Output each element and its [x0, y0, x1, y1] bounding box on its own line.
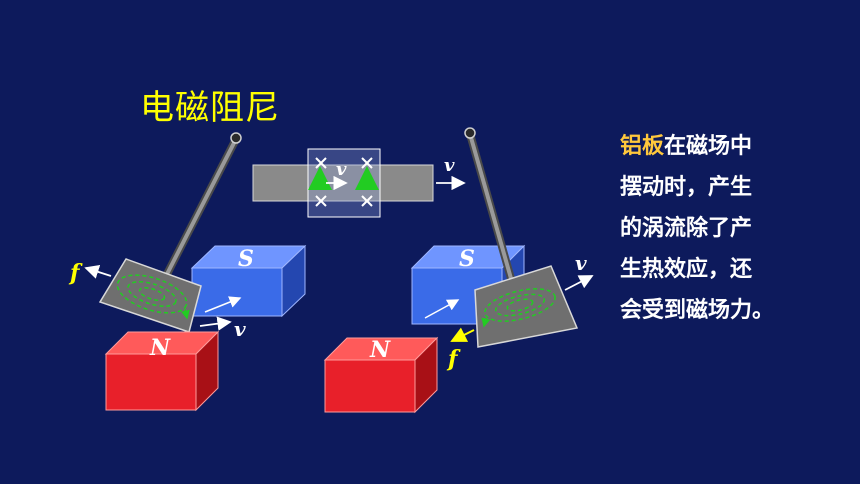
right-force-arrow — [450, 327, 475, 342]
explanation-highlight: 铝板 — [620, 134, 665, 159]
left-force-label: f — [68, 260, 83, 286]
explanation-line-1: 铝板在磁场中 — [620, 134, 753, 159]
left-force-arrow — [84, 264, 112, 279]
left-north-label: N — [149, 335, 171, 361]
right-pendulum: S N v — [323, 127, 594, 414]
center-velocity-label: v — [444, 155, 455, 176]
right-field-arrow — [424, 299, 460, 319]
left-eddy-currents — [116, 274, 188, 314]
right-south-label: S — [459, 246, 475, 272]
right-eddy-currents — [484, 288, 556, 322]
explanation-line-2: 摆动时，产生 — [620, 175, 753, 200]
left-velocity-arrow — [199, 316, 232, 331]
left-south-label: S — [238, 246, 254, 272]
left-pivot — [230, 132, 242, 144]
right-aluminum-plate — [474, 265, 579, 348]
right-velocity-label: v — [575, 251, 587, 275]
left-aluminum-plate — [98, 258, 202, 333]
explanation-text: 铝板在磁场中 摆动时，产生 的涡流除了产 生热效应，还 会受到磁场力。 — [620, 126, 820, 331]
left-south-magnet: S — [190, 244, 307, 318]
left-pendulum: S N f — [68, 132, 307, 412]
right-north-magnet: N — [323, 336, 439, 414]
slide-title: 电磁阻尼 — [140, 88, 280, 128]
left-field-arrow — [204, 296, 242, 313]
right-north-label: N — [369, 337, 391, 363]
left-velocity-label: v — [234, 317, 246, 341]
explanation-line-3: 的涡流除了产 — [620, 216, 753, 241]
right-velocity-arrow — [564, 275, 594, 291]
right-pivot — [464, 127, 476, 139]
explanation-line-4: 生热效应，还 — [620, 257, 753, 282]
center-strip-diagram: v v — [252, 148, 466, 218]
left-north-magnet: N — [104, 330, 220, 412]
explanation-line-5: 会受到磁场力。 — [620, 298, 775, 323]
right-force-label: f — [446, 346, 461, 372]
center-inner-velocity-label: v — [336, 159, 347, 180]
